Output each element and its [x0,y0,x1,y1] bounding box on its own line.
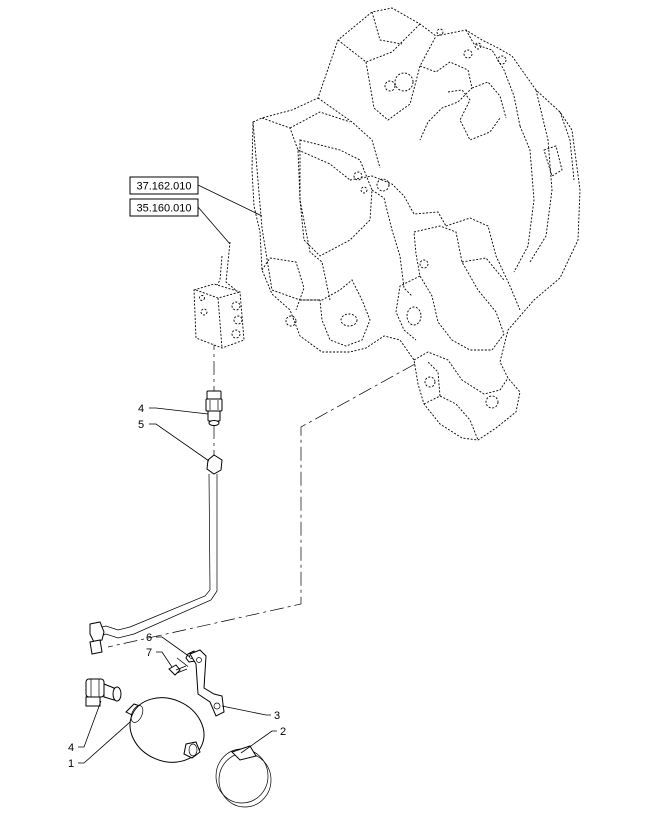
callout-2: 2 [280,726,286,738]
frame-casting-phantom [251,7,581,441]
reference-leaders [197,184,263,245]
reference-label: 37.162.010 [136,181,191,193]
callout-7: 7 [146,647,152,659]
callout-6: 6 [146,632,152,644]
callout-1: 1 [68,758,74,770]
bolt-part-7 [168,664,188,676]
callout-numbers: 4 5 6 7 3 2 4 1 [68,403,286,770]
callout-3: 3 [274,710,280,722]
callout-4-upper: 4 [138,403,144,415]
bracket-part-3 [189,649,225,717]
elbow-fitting-part-4 [85,678,122,707]
callout-4-lower: 4 [68,742,74,754]
callout-leaders [78,407,277,764]
center-lines [107,336,416,669]
hydraulic-pipe-part-5 [89,454,223,655]
reference-label: 35.160.010 [136,203,191,215]
accumulator-part-1 [125,697,205,763]
clamp-part-2 [215,745,272,808]
reference-box-37-162-010: 37.162.010 [129,176,199,195]
fitting-upper-part-4 [205,390,223,426]
callout-5: 5 [138,419,144,431]
valve-block [193,241,245,349]
reference-box-35-160-010: 35.160.010 [129,198,199,217]
